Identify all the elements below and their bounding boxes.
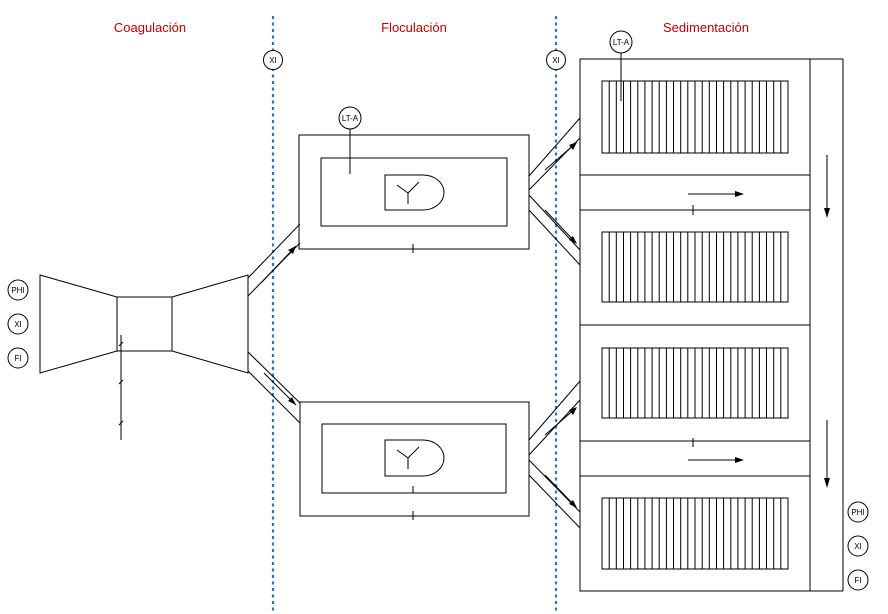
inlet-fi-instrument: FI: [7, 347, 29, 369]
section-title-coagulation: Coagulación: [114, 20, 186, 35]
flocculator-1-outer-tank: [298, 134, 530, 250]
settler-plates: [608, 232, 782, 302]
settler-2: [601, 231, 789, 303]
outlet-flow-arrow-1: [824, 155, 830, 218]
coagulation-mixer: [116, 296, 173, 352]
svg-text:PHI: PHI: [851, 508, 864, 517]
settler-1: [601, 80, 789, 154]
svg-text:PHI: PHI: [11, 286, 24, 295]
coagulation-inlet-cone: [39, 274, 118, 374]
svg-text:XI: XI: [14, 320, 22, 329]
sedimentation-block: [579, 58, 844, 592]
collection-channel-2: [688, 438, 744, 463]
section-title-flocculation: Floculación: [381, 20, 447, 35]
flocculator-1-agitator: [384, 174, 445, 211]
pipe-flocculator-1-to-settlers: [528, 117, 581, 266]
inlet-xi-instrument: XI: [7, 313, 29, 335]
svg-text:LT-A: LT-A: [613, 38, 630, 47]
collection-channel-1: [688, 191, 744, 215]
outlet-phi-instrument: PHI: [847, 501, 869, 523]
outlet-xi-instrument: XI: [847, 535, 869, 557]
coagulation-unit: [39, 274, 249, 440]
svg-text:XI: XI: [854, 542, 862, 551]
pipe-coagulation-to-flocculator-2: [247, 351, 301, 424]
flocculator-1-inner-chamber: [320, 157, 508, 227]
pipe-flocculator-2-to-settlers: [528, 380, 581, 529]
settler-plates: [608, 348, 782, 418]
outlet-fi-instrument: FI: [847, 569, 869, 591]
flocculator-2-agitator: [384, 439, 445, 477]
settler-3: [601, 347, 789, 419]
settler-level-instrument: LT-A: [609, 30, 633, 101]
flocculator-1: [298, 134, 530, 253]
settler-4: [601, 497, 789, 570]
separator-1-xi-instrument: XI: [263, 50, 283, 70]
svg-text:LT-A: LT-A: [342, 114, 359, 123]
settler-plates: [608, 81, 782, 153]
section-title-sedimentation: Sedimentación: [663, 20, 749, 35]
coagulation-outlet-cone: [171, 274, 249, 374]
svg-text:XI: XI: [269, 56, 277, 65]
svg-text:XI: XI: [552, 56, 560, 65]
outlet-flow-arrow-2: [824, 420, 830, 488]
flocculator-2: [299, 401, 530, 520]
flocculator-1-level-instrument: LT-A: [338, 106, 362, 174]
flocculator-2-outer-tank: [299, 401, 530, 517]
flocculator-2-inner-chamber: [321, 423, 507, 494]
settler-plates: [608, 498, 782, 569]
separator-2-xi-instrument: XI: [546, 50, 566, 70]
pipe-coagulation-to-flocculator-1: [247, 223, 301, 297]
svg-text:FI: FI: [854, 576, 861, 585]
svg-text:FI: FI: [14, 354, 21, 363]
inlet-phi-instrument: PHI: [7, 279, 29, 301]
